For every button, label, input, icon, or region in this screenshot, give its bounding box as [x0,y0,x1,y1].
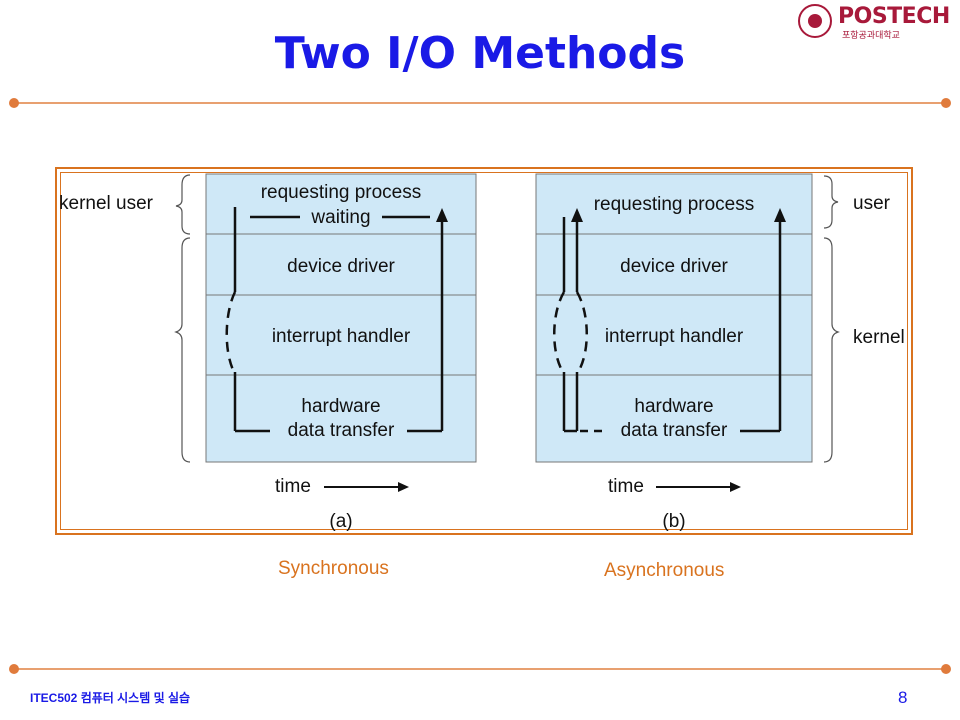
university-seal-icon [798,4,832,38]
arrowhead-b1 [571,208,583,222]
page-number: 8 [898,688,908,707]
logo-subtitle: 포항공과대학교 [842,30,900,40]
layer-brace-kernel-b [823,237,840,463]
top-divider [14,102,946,104]
top-divider-dot-left [9,98,19,108]
caption-asynchronous: Asynchronous [604,560,725,581]
row-data-transfer: data transfer [288,420,395,441]
layer-brace-top-a [175,174,191,235]
row-waiting: waiting [310,207,370,228]
logo-wordmark: POSTECH [838,4,950,29]
diagram-frame: requesting process waiting device driver… [55,167,913,535]
row-requesting-process: requesting process [261,182,422,203]
panel-a: requesting process waiting device driver… [59,173,477,532]
row-requesting-process-b: requesting process [594,194,755,215]
slide-title: Two I/O Methods [274,28,686,79]
panel-label-a: (a) [329,511,352,532]
bottom-divider-dot-right [941,664,951,674]
row-interrupt-handler-b: interrupt handler [605,326,744,347]
layer-brace-bottom-a [174,237,191,463]
layer-label-kernel-user: kernel user [59,193,154,214]
panel-b: requesting process device driver interru… [535,173,905,532]
time-label-a: time [275,476,311,497]
arrowhead-b2 [774,208,786,222]
flow-path-b [553,217,782,433]
caption-synchronous: Synchronous [278,558,389,579]
panel-label-b: (b) [662,511,685,532]
flow-path-a [225,207,444,433]
arrowhead-a [436,208,448,222]
row-device-driver-b: device driver [620,256,728,277]
course-footer: ITEC502 컴퓨터 시스템 및 실습 [30,691,191,705]
top-divider-dot-right [941,98,951,108]
time-label-b: time [608,476,644,497]
postech-logo: POSTECH 포항공과대학교 [798,4,950,40]
layer-label-user: user [853,193,891,214]
row-hardware: hardware [301,396,380,417]
row-hardware-b: hardware [634,396,713,417]
row-device-driver: device driver [287,256,395,277]
row-data-transfer-b: data transfer [621,420,728,441]
row-interrupt-handler: interrupt handler [272,326,411,347]
layer-label-kernel: kernel [853,327,905,348]
layer-brace-user-b [823,175,839,229]
bottom-divider-dot-left [9,664,19,674]
bottom-divider [14,668,946,670]
io-methods-diagram: requesting process waiting device driver… [59,173,905,532]
